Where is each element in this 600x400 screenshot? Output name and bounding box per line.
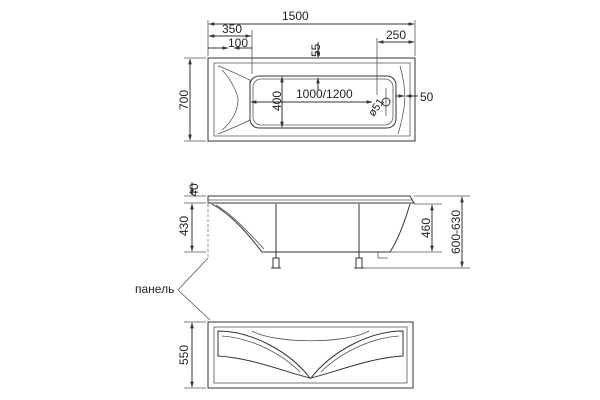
top-view-left-slope — [217, 65, 251, 135]
dim-panel-height: 550 — [177, 345, 191, 365]
top-view-left-curve — [221, 69, 239, 131]
panel-callout-line-2 — [177, 289, 211, 321]
dim-drain-offset: 55 — [309, 43, 323, 57]
dim-width: 700 — [177, 90, 191, 110]
side-view: 40 430 460 600-630 панель — [135, 182, 470, 321]
dim-left-offset: 350 — [222, 22, 242, 36]
dim-drain-edge: 50 — [420, 90, 434, 104]
dim-tub-height: 460 — [419, 218, 433, 238]
panel-wing-right-inner — [320, 335, 400, 373]
panel-label: панель — [135, 282, 174, 296]
top-view: 1500 350 100 55 250 700 400 1000/1200 ø5… — [177, 9, 434, 142]
dim-drain-diameter: ø51 — [366, 96, 387, 118]
top-view-rim-edge — [213, 62, 411, 137]
panel-top-arch — [251, 330, 370, 342]
side-view-body — [211, 203, 411, 253]
dim-overall-length: 1500 — [282, 9, 309, 23]
panel-inner — [213, 326, 408, 384]
dim-inner-length: 1000/1200 — [296, 87, 353, 101]
leg-foot-left — [272, 257, 280, 269]
panel-wing-left-inner — [221, 335, 301, 373]
dim-inner-depth: 400 — [270, 91, 284, 111]
siphon-pipe — [377, 252, 388, 259]
dim-adjustable-height: 600-630 — [449, 210, 463, 254]
panel-wing-right — [309, 330, 404, 379]
side-view-rim — [207, 195, 415, 204]
panel-callout-line — [177, 257, 209, 291]
side-view-body-inner — [215, 204, 265, 250]
panel-wing-left — [217, 330, 312, 379]
leg-foot-right — [355, 257, 363, 269]
dim-right-offset: 250 — [386, 28, 406, 42]
top-view-right-curve — [397, 65, 406, 135]
panel-view: 550 — [177, 321, 414, 389]
dim-left-height: 430 — [177, 216, 191, 236]
panel-outer — [207, 321, 414, 389]
dim-left-inner-offset: 100 — [228, 36, 248, 50]
top-view-basin — [249, 75, 397, 129]
dim-rim-height: 40 — [187, 183, 201, 197]
top-view-outer-rim — [207, 57, 416, 142]
